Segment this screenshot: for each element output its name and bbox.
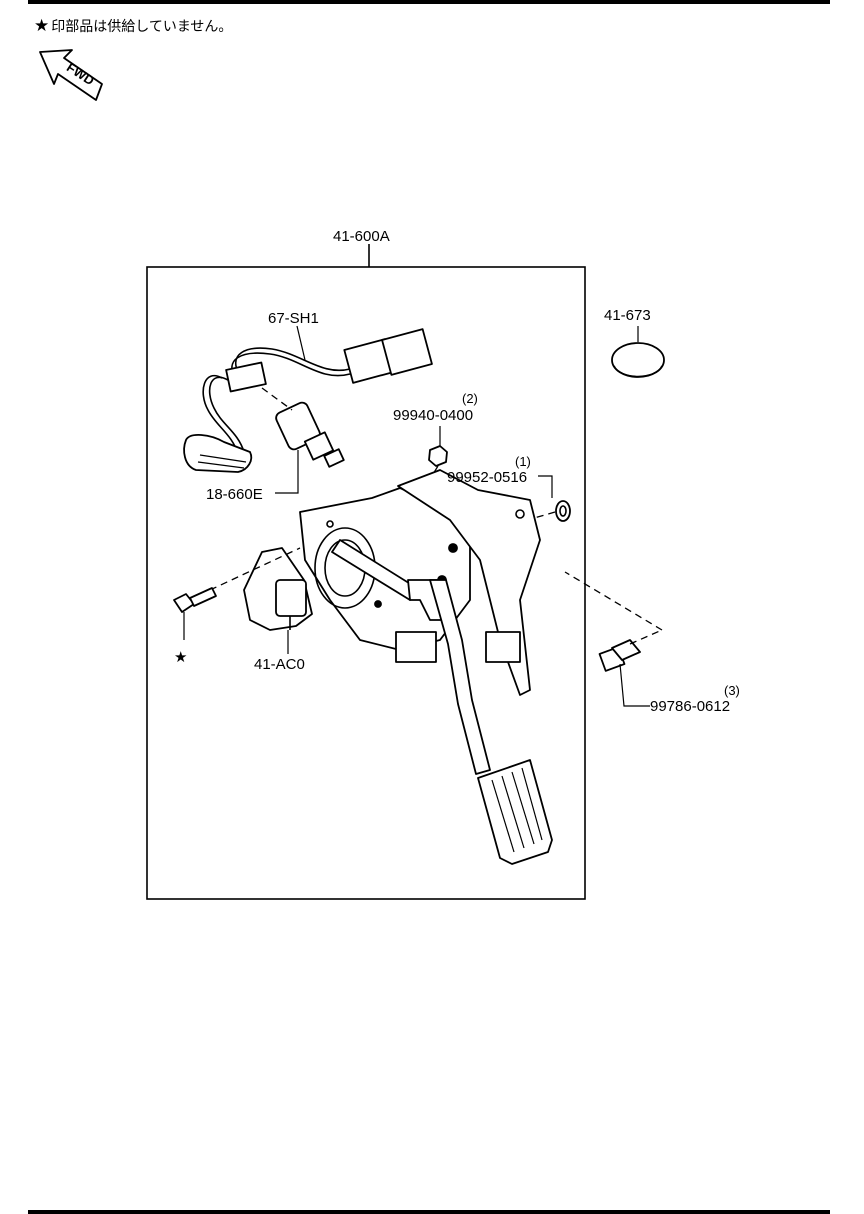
accelerator-pedal-part xyxy=(429,579,553,865)
switch-callout: 18-660E xyxy=(206,486,263,503)
bottom-border-rule xyxy=(28,1210,830,1214)
washer-leader xyxy=(538,475,553,498)
assembly-frame xyxy=(146,266,586,900)
stop-switch-part xyxy=(261,387,345,468)
washer-callout: 99952-0516 xyxy=(447,469,527,486)
sensor-callout: 41-AC0 xyxy=(254,656,305,673)
bolt-callout: 99786-0612 xyxy=(650,698,730,715)
harness-leader xyxy=(296,325,306,361)
washer-qty-label: (1) xyxy=(515,454,531,469)
flange-bolt-part xyxy=(564,571,663,672)
nut-callout: 99940-0400 xyxy=(393,407,473,424)
star-bolt-part xyxy=(173,587,217,640)
not-supplied-note: ★印部品は供給していません。 xyxy=(34,16,232,36)
harness-callout: 67-SH1 xyxy=(268,310,319,327)
bolt-leader xyxy=(619,663,650,707)
bolt-qty-label: (3) xyxy=(724,683,740,698)
cap-callout: 41-673 xyxy=(604,307,651,324)
fwd-arrow-icon: FWD xyxy=(39,49,103,101)
pedal-sensor-part xyxy=(209,547,313,631)
pedal-bracket-part xyxy=(299,469,541,696)
switch-leader xyxy=(275,450,299,494)
star-icon: ★ xyxy=(34,16,50,36)
cap-part xyxy=(611,342,665,378)
assembly-callout: 41-600A xyxy=(333,228,390,245)
wiring-harness-part xyxy=(183,328,433,473)
star-mark-icon: ★ xyxy=(174,649,187,666)
not-supplied-note-text: 印部品は供給していません。 xyxy=(51,19,233,35)
nut-qty-label: (2) xyxy=(462,391,478,406)
top-border-rule xyxy=(28,0,830,4)
